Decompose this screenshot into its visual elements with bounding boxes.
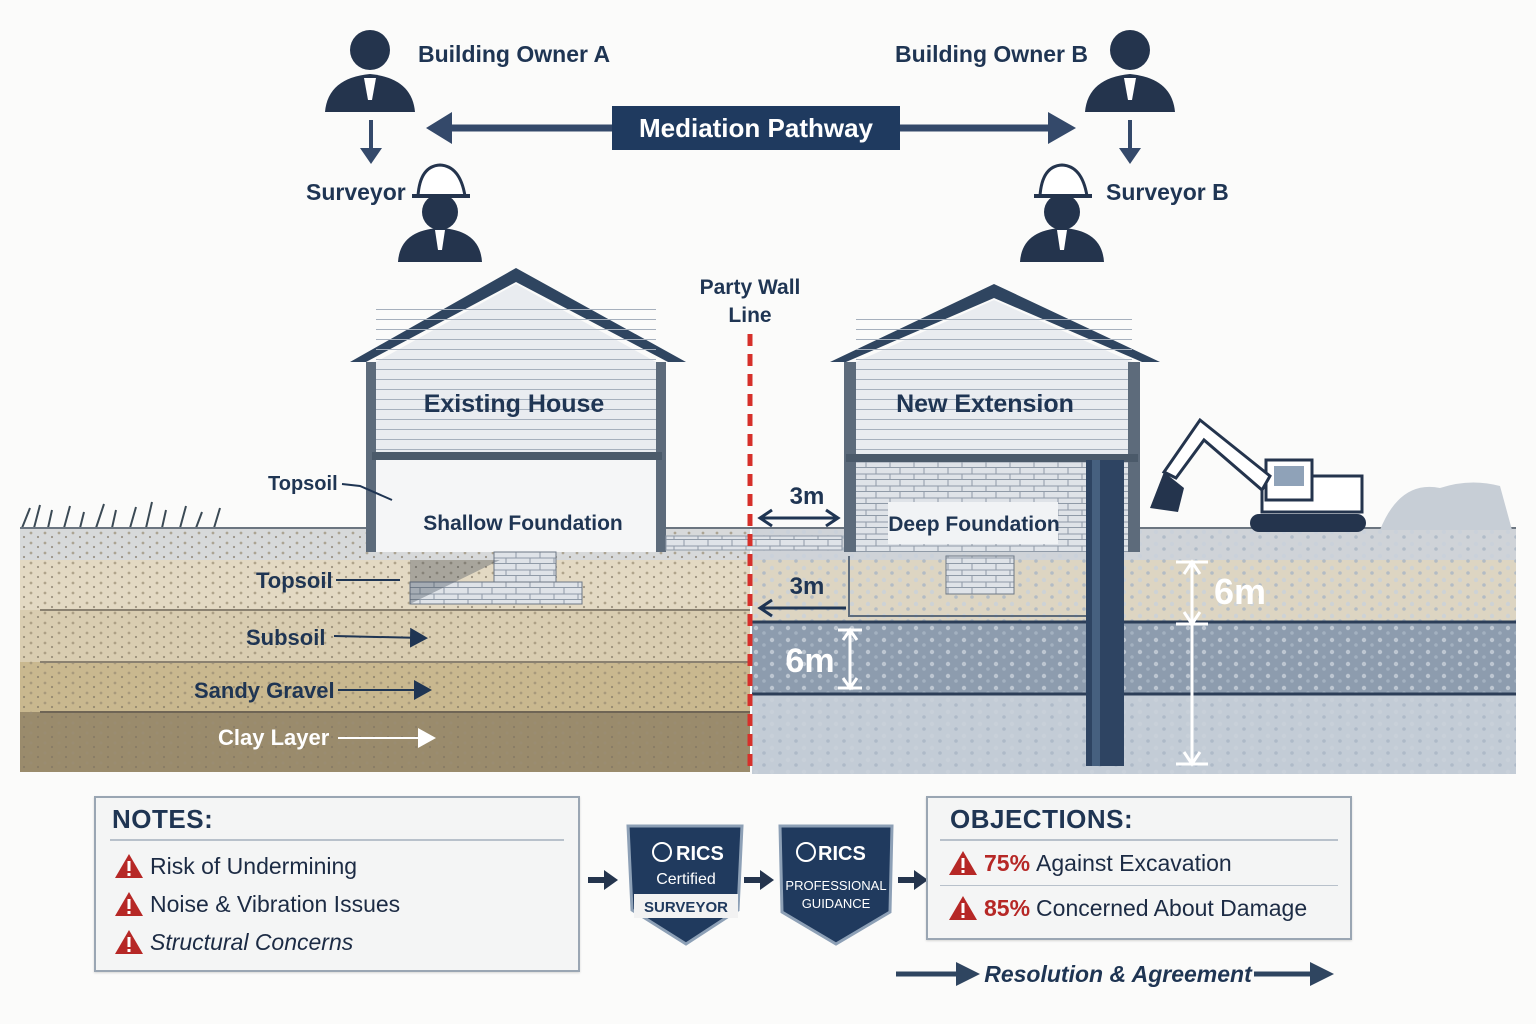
soil-right bbox=[752, 528, 1516, 774]
topsoil-upper-pointer bbox=[341, 483, 393, 501]
owner-b-down-arrow bbox=[1119, 120, 1141, 164]
existing-house-label: Existing House bbox=[424, 390, 605, 418]
surveyor-b-icon bbox=[1020, 163, 1104, 262]
note-item: Risk of Undermining bbox=[114, 847, 578, 885]
warning-icon bbox=[114, 928, 144, 956]
boundary-wall bbox=[665, 535, 843, 551]
warning-icon bbox=[114, 852, 144, 880]
warning-icon bbox=[948, 894, 978, 922]
warning-icon bbox=[948, 849, 978, 877]
objection-text: Against Excavation bbox=[1036, 849, 1232, 876]
new-extension-label: New Extension bbox=[896, 390, 1074, 418]
notes-to-badge-arrow bbox=[588, 870, 618, 890]
badge-to-badge-arrow bbox=[744, 870, 774, 890]
rics-guidance-line2: GUIDANCE bbox=[802, 896, 871, 911]
party-wall-label-2: Line bbox=[728, 304, 771, 327]
owner-b-icon bbox=[1085, 30, 1175, 112]
objection-item: 85% Concerned About Damage bbox=[928, 886, 1350, 930]
objection-item: 75% Against Excavation bbox=[928, 841, 1350, 885]
mediation-pathway-label: Mediation Pathway bbox=[639, 113, 874, 143]
grass bbox=[21, 501, 221, 529]
mediation-pathway-banner bbox=[612, 106, 900, 150]
dim-6m-right-arrow bbox=[1176, 559, 1208, 767]
note-item: Noise & Vibration Issues bbox=[114, 885, 578, 923]
soil-label-clay: Clay Layer bbox=[218, 725, 330, 750]
warning-icon bbox=[114, 890, 144, 918]
surveyor-a-label: Surveyor bbox=[306, 179, 406, 205]
resolution-left-arrow bbox=[896, 962, 980, 986]
excavator-icon bbox=[1150, 417, 1512, 532]
objection-text: Concerned About Damage bbox=[1036, 894, 1308, 921]
objections-divider bbox=[940, 839, 1338, 841]
note-text: Risk of Undermining bbox=[150, 852, 358, 879]
dim-6m-left-arrow bbox=[838, 627, 862, 691]
notes-divider bbox=[110, 839, 564, 841]
objections-title: OBJECTIONS: bbox=[950, 804, 1134, 834]
rics-certified-line2: SURVEYOR bbox=[644, 899, 728, 916]
objections-divider bbox=[940, 885, 1338, 886]
dim-3m-upper: 3m bbox=[790, 483, 825, 510]
soil-left bbox=[20, 528, 750, 772]
rics-guidance-line1: PROFESSIONAL bbox=[785, 878, 886, 893]
rics-certified-brand: RICS bbox=[676, 843, 724, 865]
owner-a-label: Building Owner A bbox=[418, 41, 610, 67]
surveyor-a-icon bbox=[398, 163, 482, 262]
notes-title: NOTES: bbox=[112, 804, 214, 834]
soil-label-subsoil: Subsoil bbox=[246, 625, 325, 650]
owner-a-icon bbox=[325, 30, 415, 112]
shallow-foundation-label: Shallow Foundation bbox=[423, 512, 622, 535]
objection-percent: 85% bbox=[984, 894, 1031, 921]
objections-panel: OBJECTIONS: 75% Against Excavation 85% C… bbox=[926, 796, 1352, 940]
dim-6m-left: 6m bbox=[785, 642, 834, 680]
resolution-label: Resolution & Agreement bbox=[984, 961, 1253, 987]
objection-percent: 75% bbox=[984, 849, 1031, 876]
rics-guidance-brand: RICS bbox=[818, 843, 866, 865]
note-text: Noise & Vibration Issues bbox=[150, 890, 401, 917]
subsoil-pointer bbox=[333, 627, 428, 648]
rics-certified-badge: RICS Certified SURVEYOR bbox=[626, 824, 744, 946]
notes-panel: NOTES: Risk of Undermining Noise & Vibra… bbox=[94, 796, 580, 972]
soil-label-topsoil-upper: Topsoil bbox=[268, 473, 338, 495]
party-wall-label-1: Party Wall bbox=[700, 276, 801, 299]
owner-a-down-arrow bbox=[360, 120, 382, 164]
existing-house bbox=[350, 268, 686, 605]
rics-certified-line1: Certified bbox=[656, 871, 716, 888]
surveyor-b-label: Surveyor B bbox=[1106, 179, 1229, 205]
rics-guidance-badge: RICS PROFESSIONAL GUIDANCE bbox=[778, 824, 894, 946]
dim-3m-lower-arrow bbox=[757, 598, 846, 618]
note-text: Structural Concerns bbox=[150, 928, 354, 955]
note-item: Structural Concerns bbox=[114, 923, 578, 961]
soil-label-sandy-gravel: Sandy Gravel bbox=[194, 678, 335, 703]
soil-label-topsoil: Topsoil bbox=[256, 568, 333, 593]
resolution-right-arrow bbox=[1254, 962, 1334, 986]
new-extension bbox=[830, 284, 1160, 766]
dim-3m-upper-arrow bbox=[757, 508, 841, 528]
dim-6m-right: 6m bbox=[1214, 571, 1266, 612]
dim-3m-lower: 3m bbox=[790, 573, 825, 600]
deep-foundation-label: Deep Foundation bbox=[888, 513, 1060, 536]
owner-b-label: Building Owner B bbox=[895, 41, 1088, 67]
badge-to-objections-arrow bbox=[898, 870, 928, 890]
